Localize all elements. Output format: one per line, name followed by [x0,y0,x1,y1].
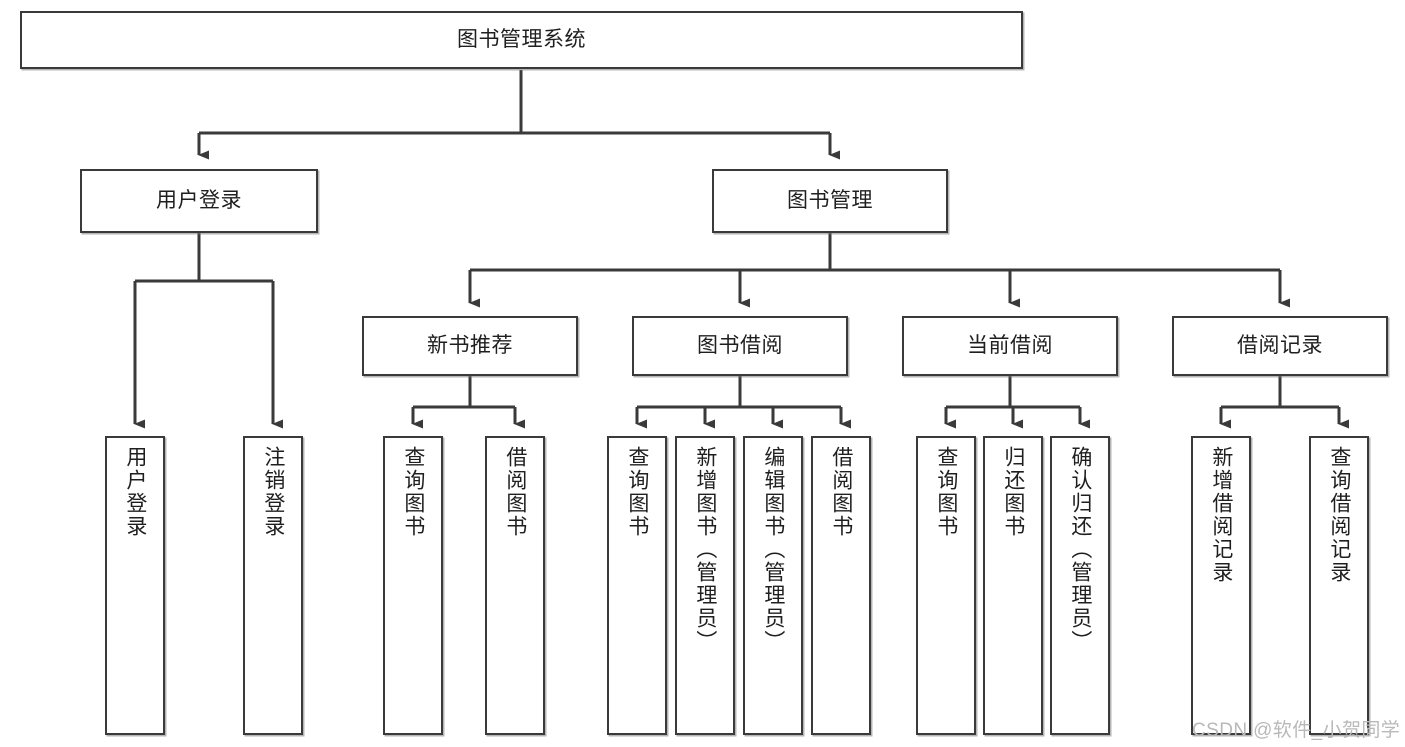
node-label: 归还图书 [1001,446,1025,538]
node-book-management[interactable]: 图书管理 [712,169,948,233]
node-label: 图书管理系统 [457,27,586,51]
node-label: 查询借阅记录 [1327,446,1351,584]
node-label: 注销登录 [261,446,285,538]
node-label: 编辑图书（管理员） [761,446,785,653]
node-label: 图书借阅 [697,333,783,357]
node-new-book-recommend[interactable]: 新书推荐 [362,316,578,376]
node-label: 确认归还（管理员） [1068,446,1092,653]
leaf-return-book[interactable]: 归还图书 [983,436,1043,735]
node-label: 借阅图书 [829,446,853,538]
leaf-query-book-borrow[interactable]: 查询图书 [607,436,667,735]
node-label: 新书推荐 [427,333,513,357]
leaf-user-login[interactable]: 用户登录 [105,436,165,735]
leaf-borrow-book-borrow[interactable]: 借阅图书 [811,436,871,735]
leaf-query-book-current[interactable]: 查询图书 [916,436,976,735]
node-label: 借阅记录 [1237,333,1323,357]
node-borrow-record[interactable]: 借阅记录 [1172,316,1388,376]
node-label: 当前借阅 [967,333,1053,357]
node-user-login[interactable]: 用户登录 [80,169,318,233]
node-label: 查询图书 [401,446,425,538]
node-label: 查询图书 [934,446,958,538]
leaf-query-borrow-record[interactable]: 查询借阅记录 [1309,436,1369,735]
node-label: 新增图书（管理员） [693,446,717,653]
csdn-watermark: CSDN @软件_小贺同学 [1192,720,1401,741]
node-label: 用户登录 [156,188,242,212]
leaf-borrow-book-new-recommend[interactable]: 借阅图书 [485,436,545,735]
node-label: 查询图书 [625,446,649,538]
node-label: 图书管理 [787,188,873,212]
leaf-logout-login[interactable]: 注销登录 [243,436,303,735]
node-root-book-management-system[interactable]: 图书管理系统 [20,11,1023,69]
leaf-edit-book-admin[interactable]: 编辑图书（管理员） [743,436,803,735]
leaf-add-borrow-record[interactable]: 新增借阅记录 [1191,436,1251,735]
leaf-query-book-new-recommend[interactable]: 查询图书 [383,436,443,735]
node-label: 借阅图书 [503,446,527,538]
node-current-borrow[interactable]: 当前借阅 [902,316,1118,376]
leaf-add-book-admin[interactable]: 新增图书（管理员） [675,436,735,735]
node-book-borrow[interactable]: 图书借阅 [632,316,848,376]
node-label: 用户登录 [123,446,147,538]
node-label: 新增借阅记录 [1209,446,1233,584]
leaf-confirm-return-admin[interactable]: 确认归还（管理员） [1050,436,1110,735]
